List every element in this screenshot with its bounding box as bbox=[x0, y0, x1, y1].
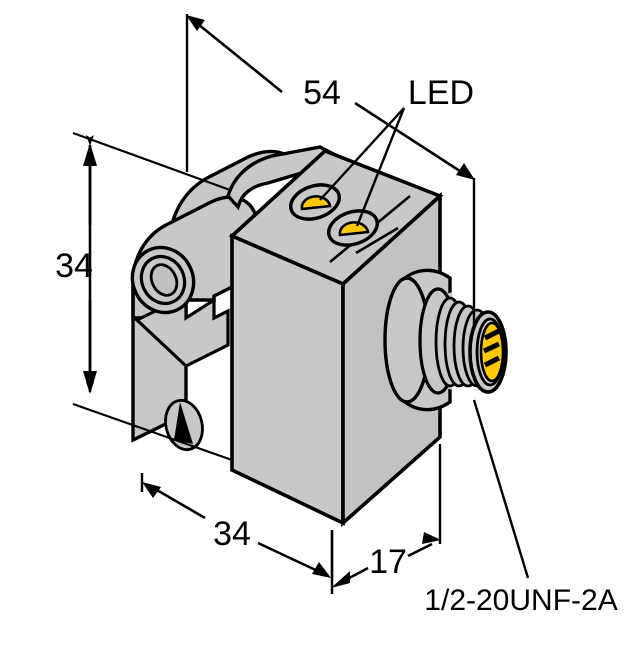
led-dome-2 bbox=[338, 221, 370, 237]
annotation-thread: 1/2-20UNF-2A bbox=[424, 399, 618, 617]
mounting-bracket bbox=[130, 149, 298, 443]
thread-leader-line bbox=[472, 399, 530, 579]
m12-connector bbox=[383, 268, 508, 412]
dim-height-arrow-top bbox=[83, 143, 97, 166]
dim-height-arrow-bottom bbox=[83, 371, 97, 394]
dimension-label-width: 34 bbox=[213, 515, 251, 553]
connector-yellow-face bbox=[479, 321, 505, 383]
dim-width-arrow-left bbox=[142, 482, 161, 498]
mounting-hole-bore bbox=[149, 263, 179, 297]
dim-height-ext-top bbox=[72, 131, 231, 192]
led-dome-1 bbox=[300, 195, 332, 211]
top-edge-detail bbox=[355, 226, 399, 255]
connector-slot-2 bbox=[482, 341, 501, 354]
annotation-led: LED bbox=[319, 74, 474, 227]
sensor-body-group bbox=[130, 145, 508, 528]
dimension-label-depth: 54 bbox=[303, 74, 341, 112]
led-leader-line-1 bbox=[319, 107, 405, 201]
dim-width-arrow-right bbox=[312, 562, 331, 578]
dim-thickness-arrow-right bbox=[422, 532, 441, 544]
adjustment-screw-slot bbox=[174, 402, 193, 444]
dimension-width-34: 34 bbox=[140, 473, 334, 580]
adjustment-screw bbox=[164, 398, 204, 452]
dimension-height-34: 34 bbox=[55, 131, 233, 462]
dim-depth-arrow-left bbox=[186, 15, 205, 31]
connector-slot-1 bbox=[483, 328, 501, 341]
led-indicator-2 bbox=[327, 209, 379, 247]
led-leader-line-2 bbox=[355, 107, 406, 227]
connector-slot-3 bbox=[483, 355, 501, 368]
dim-depth-arrow-right bbox=[456, 163, 475, 180]
dim-height-ext-bottom bbox=[72, 402, 233, 462]
dim-depth-seg-left bbox=[192, 18, 283, 94]
mounting-hole bbox=[130, 245, 196, 315]
dimension-thickness-17: 17 bbox=[330, 444, 442, 594]
dimension-depth-54: 54 bbox=[185, 14, 476, 330]
dim-width-seg-right bbox=[257, 541, 323, 575]
annotation-label-thread: 1/2-20UNF-2A bbox=[424, 584, 617, 617]
dim-width-seg-left bbox=[149, 484, 206, 520]
dim-thickness-seg-right bbox=[407, 542, 433, 558]
dim-thickness-arrow-left bbox=[331, 571, 350, 588]
dimension-label-thickness: 17 bbox=[369, 543, 407, 581]
dim-depth-seg-right bbox=[354, 101, 467, 177]
dimension-label-height: 34 bbox=[55, 247, 93, 285]
annotation-label-led: LED bbox=[408, 74, 474, 112]
